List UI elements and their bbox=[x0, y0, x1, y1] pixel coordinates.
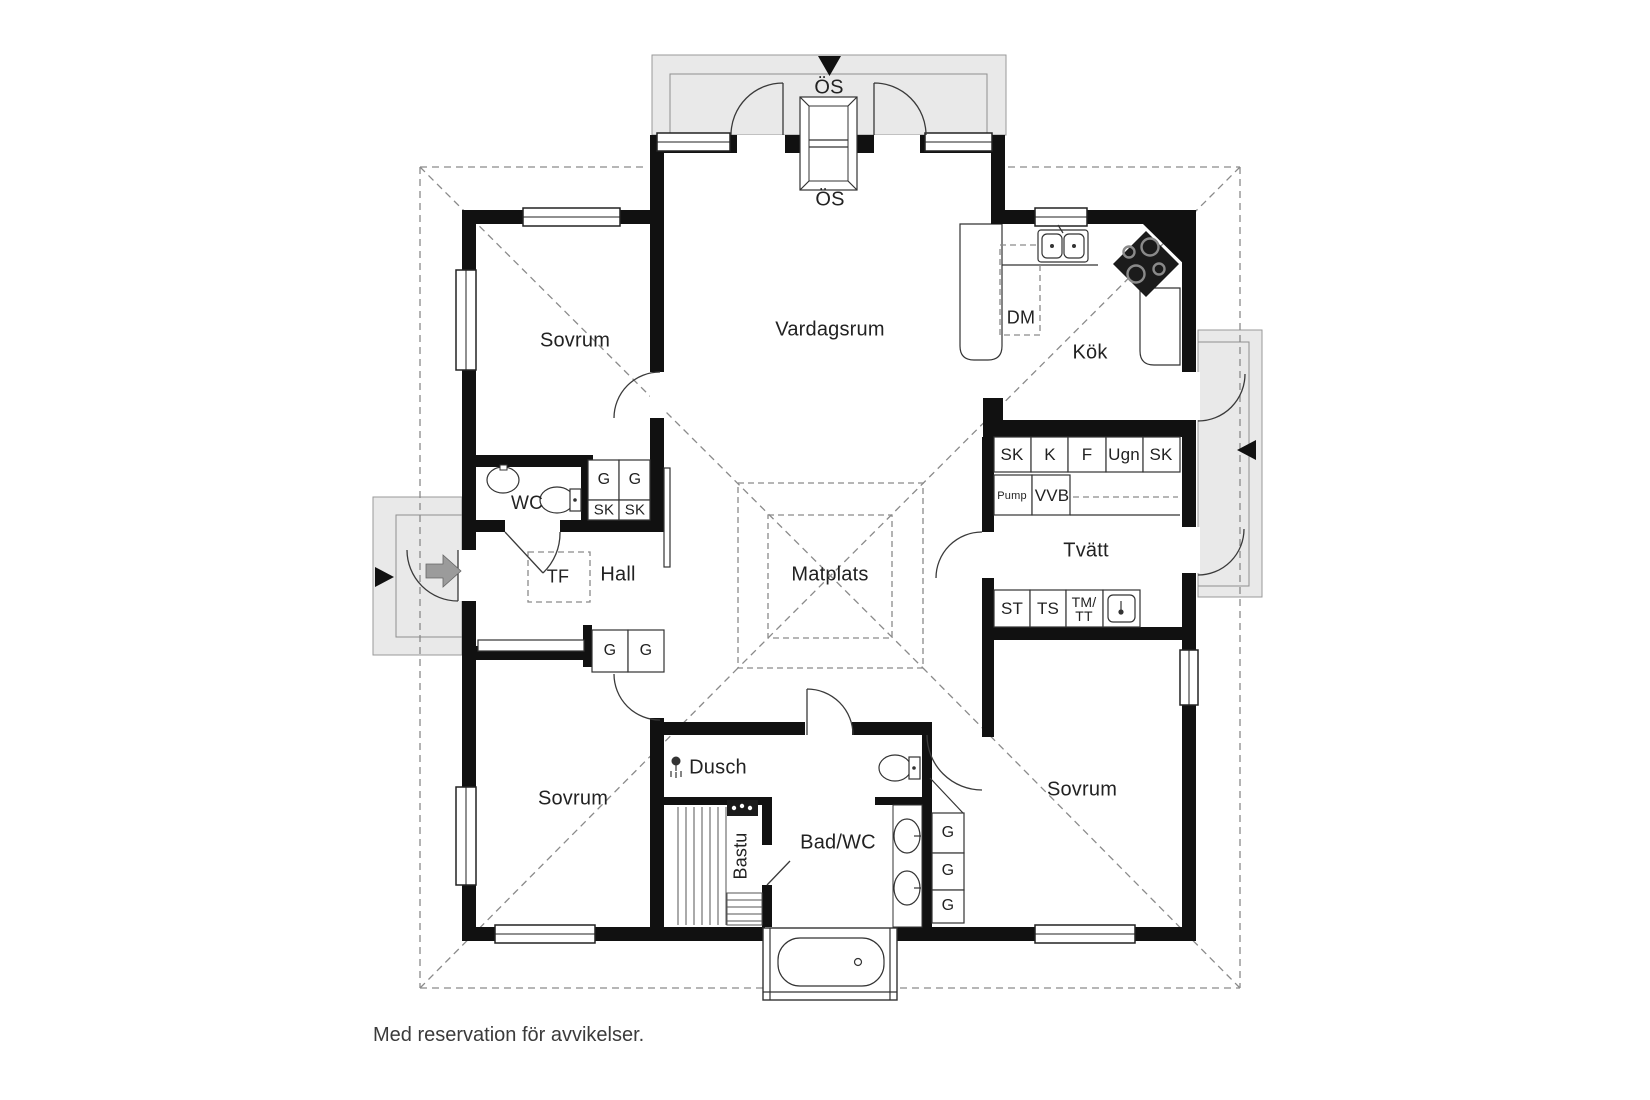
closet-label-sk: SK bbox=[593, 501, 615, 519]
door-arc bbox=[406, 549, 459, 602]
fireplace bbox=[799, 96, 858, 191]
kitchen-cabinet-row bbox=[993, 436, 1181, 473]
room-label-bedroom-bottom-right: Sovrum bbox=[1046, 778, 1118, 801]
wc-toilet-icon bbox=[539, 486, 582, 514]
door-arc bbox=[1197, 528, 1245, 576]
cabinet-row-label: F bbox=[1081, 445, 1093, 464]
room-label-hall: Hall bbox=[600, 563, 636, 586]
door-arc bbox=[873, 82, 927, 136]
sauna-heater-icon bbox=[727, 800, 758, 816]
doors bbox=[406, 82, 1246, 791]
door-arc bbox=[613, 371, 661, 419]
room-label-bedroom-top-left: Sovrum bbox=[539, 329, 611, 352]
door-arc bbox=[730, 82, 784, 136]
bath-toilet-icon bbox=[878, 754, 921, 782]
windows bbox=[455, 132, 1199, 944]
closet-label-g: G bbox=[639, 642, 653, 659]
room-label-bedroom-bottom-left: Sovrum bbox=[537, 787, 609, 810]
closet-label-g: G bbox=[597, 471, 611, 488]
kitchen-counter bbox=[959, 223, 1181, 366]
door-arc bbox=[504, 531, 561, 574]
room-label-shower: Dusch bbox=[689, 756, 747, 779]
stove-icon bbox=[1113, 231, 1179, 297]
bathtub-icon bbox=[762, 927, 898, 1001]
os-label-outside: ÖS bbox=[814, 76, 844, 99]
window bbox=[494, 924, 596, 944]
door-openings bbox=[458, 135, 1200, 941]
door-arc bbox=[806, 688, 854, 736]
door-arc bbox=[613, 673, 661, 721]
room-label-laundry: Tvätt bbox=[1063, 539, 1109, 562]
window bbox=[1034, 924, 1136, 944]
wc-sink-icon bbox=[486, 464, 520, 494]
window bbox=[656, 132, 731, 152]
technical-space-label: TF bbox=[546, 566, 570, 587]
window bbox=[1034, 207, 1088, 227]
entry-arrow-left-icon bbox=[375, 567, 394, 587]
room-label-dining: Matplats bbox=[791, 563, 869, 586]
room-label-living-room: Vardagsrum bbox=[775, 318, 885, 341]
laundry-machine-label: TM/ bbox=[1071, 594, 1097, 610]
closet-label-g: G bbox=[628, 471, 642, 488]
closet-boxes-hall-upper bbox=[587, 459, 651, 521]
door-arc bbox=[926, 734, 983, 791]
window bbox=[924, 132, 993, 152]
entry-door-arrow-icon bbox=[425, 554, 462, 588]
entry-arrow-top-icon bbox=[818, 56, 841, 76]
cabinet-row-label: Ugn bbox=[1108, 445, 1140, 464]
sauna-door-leaf bbox=[766, 860, 791, 886]
door-arc bbox=[1197, 373, 1246, 422]
closet-label-g: G bbox=[941, 862, 955, 879]
dishwasher-label: DM bbox=[1006, 307, 1036, 328]
closet-label-g: G bbox=[941, 824, 955, 841]
window bbox=[522, 207, 621, 227]
laundry-machine-label: ST bbox=[1000, 599, 1024, 618]
room-label-bathroom: Bad/WC bbox=[800, 831, 876, 854]
window bbox=[455, 786, 477, 886]
closet-label-sk: SK bbox=[624, 501, 646, 519]
water-heater-label: VVB bbox=[1034, 486, 1070, 505]
laundry-machine-label: TT bbox=[1075, 608, 1093, 624]
cabinet-row-label: SK bbox=[1000, 445, 1024, 464]
closet-boxes-hall-lower bbox=[591, 629, 665, 673]
entry-arrow-right-icon bbox=[1237, 440, 1256, 460]
bath-sink-icon bbox=[893, 818, 921, 854]
cabinet-row-label: SK bbox=[1149, 445, 1173, 464]
laundry-sink-icon bbox=[1102, 589, 1141, 628]
kitchen-sink-icon bbox=[1037, 224, 1089, 263]
room-label-wc: WC bbox=[510, 493, 544, 514]
sauna-benches bbox=[677, 807, 763, 926]
heat-pump-label: Pump bbox=[997, 490, 1027, 502]
disclaimer-text: Med reservation för avvikelser. bbox=[373, 1024, 645, 1046]
shower-icon bbox=[670, 756, 682, 778]
ceiling-ridge-squares bbox=[737, 482, 924, 669]
porch-right bbox=[1197, 329, 1263, 598]
pump-vvb-boxes bbox=[993, 474, 1180, 516]
closet-label-g: G bbox=[941, 897, 955, 914]
window bbox=[1179, 649, 1199, 706]
bath-sink-icon bbox=[893, 870, 921, 906]
cabinet-row-label: K bbox=[1044, 445, 1056, 464]
laundry-machine-label: TS bbox=[1036, 599, 1060, 618]
technical-space-outline bbox=[527, 551, 591, 603]
window bbox=[455, 269, 477, 371]
dishwasher-outline bbox=[999, 244, 1041, 336]
sliding-doors bbox=[477, 467, 671, 652]
closet-label-g: G bbox=[603, 642, 617, 659]
room-label-sauna: Bastu bbox=[730, 832, 751, 880]
os-label-inside: ÖS bbox=[815, 188, 845, 211]
bath-vanity-counter bbox=[892, 804, 923, 928]
door-arc bbox=[935, 531, 983, 579]
bedroom-wardrobe-column bbox=[929, 777, 965, 924]
room-label-kitchen: Kök bbox=[1072, 341, 1108, 364]
laundry-machine-row bbox=[993, 589, 1104, 628]
